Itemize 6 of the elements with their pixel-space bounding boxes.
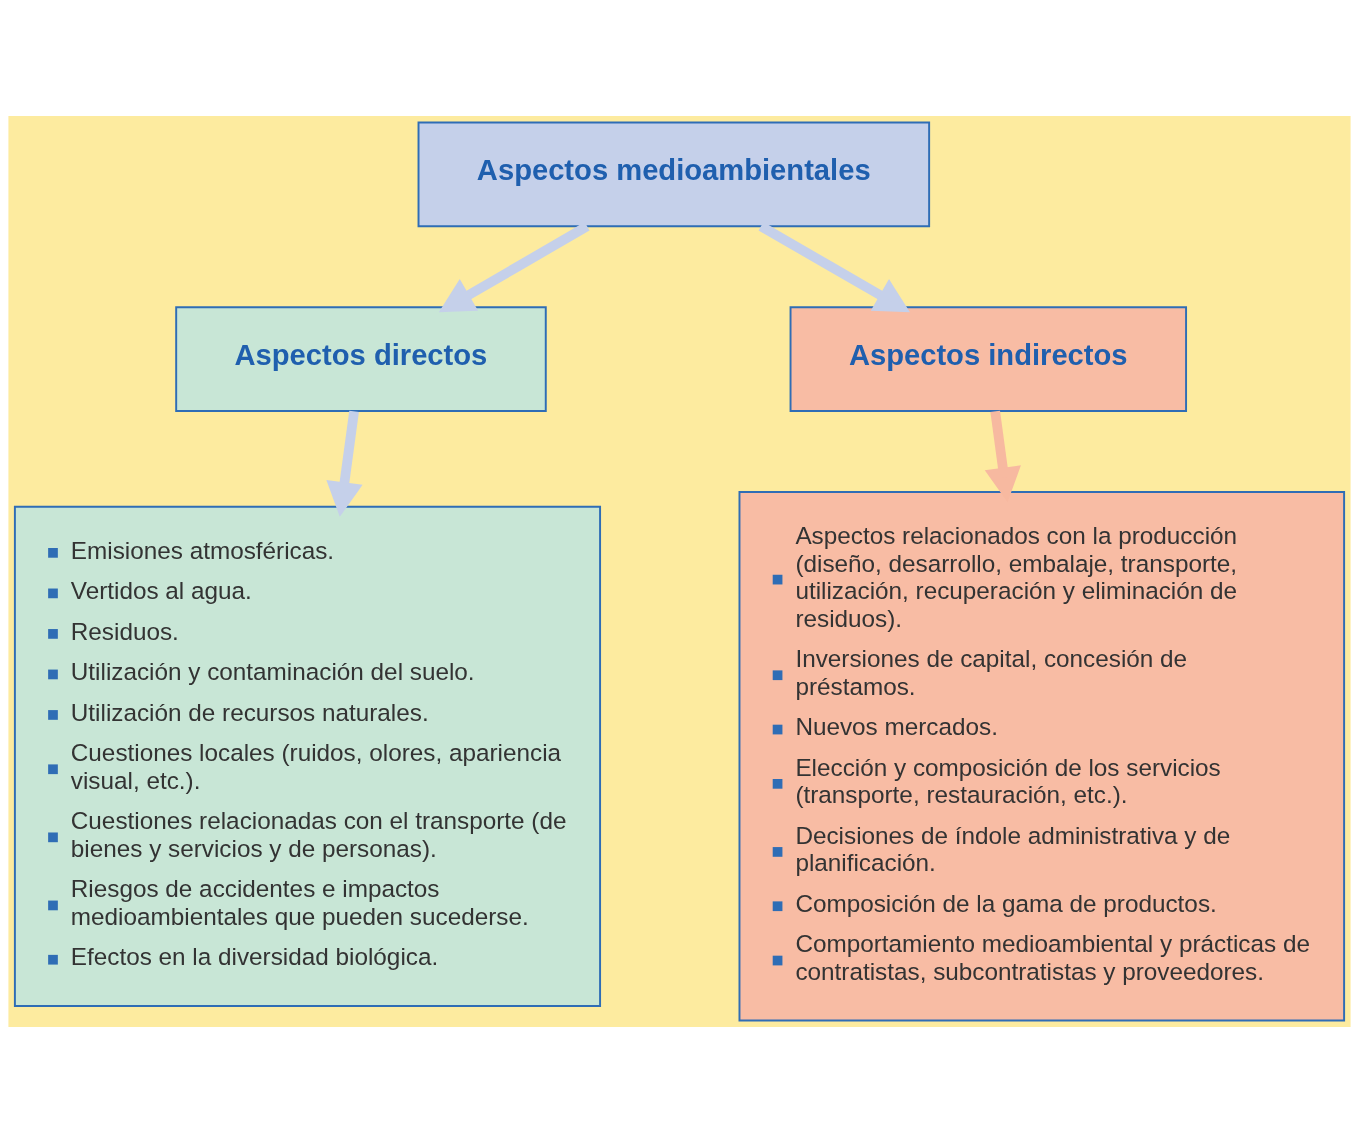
node-box: Aspectos medioambientales xyxy=(417,121,931,227)
arrow xyxy=(326,410,363,517)
node-box: Aspectos relacionados con la producción (diseño, desarrollo, embalaje, transporte, utilización, recuperación y eliminación de residuos). Inversiones de capital, concesión de préstamos. Nuevos mercados. Elección y composición de los servicios (transporte, restauración, etc.). Decisiones de índole administrativa y de planificación. Composición de la gama de productos. Comportamiento medioambiental y prácticas de contratistas, subcontratistas y proveedores. xyxy=(738,490,1346,1021)
node-box: Aspectos indirectos xyxy=(789,305,1188,412)
node-box: Aspectos directos xyxy=(175,305,547,412)
node-box: Emisiones atmosféricas. Vertidos al agua. Residuos. Utilización y contaminación del suelo. Utilización de recursos naturales. Cuestiones locales (ruidos, olores, apariencia visual, etc.). Cuestiones relacionadas con el transporte (de bienes y servicios y de personas). Riesgos de accidentes e impactos medioambientales que pueden sucederse. Efectos en la diversidad biológica. xyxy=(13,505,602,1007)
